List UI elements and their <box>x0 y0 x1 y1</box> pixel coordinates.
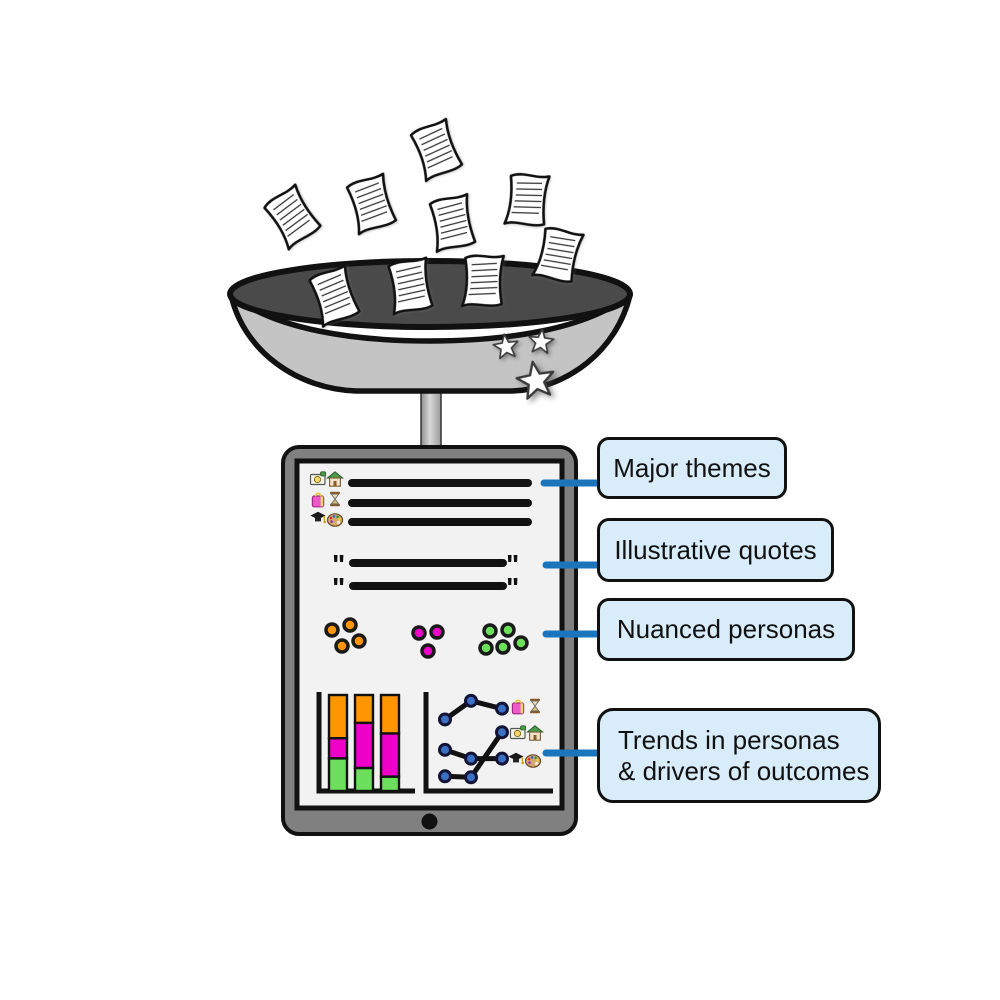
persona-dot <box>411 625 427 641</box>
home-button <box>421 813 438 830</box>
trend-point <box>464 770 478 785</box>
persona-dot <box>513 635 529 651</box>
persona-dot <box>478 640 494 656</box>
persona-dot <box>351 633 367 649</box>
personas-section <box>324 617 529 659</box>
bar-segment-green-persona-share <box>353 766 375 793</box>
document-icon <box>408 116 465 183</box>
persona-dot <box>324 622 340 638</box>
palette-icon <box>326 513 344 527</box>
callout-nuanced-personas: Nuanced personas <box>597 598 855 661</box>
quotes-section: " " " " <box>332 549 519 603</box>
line-chart <box>423 692 553 794</box>
bar-segment-orange-persona-share <box>379 693 401 735</box>
shopping-bag-icon <box>511 699 525 715</box>
persona-dot <box>500 622 516 638</box>
document-icon <box>260 182 325 252</box>
document-icon <box>386 256 435 316</box>
callout-major-themes: Major themes <box>597 437 787 499</box>
document-icon <box>501 168 554 232</box>
callout-major-themes-label: Major themes <box>613 452 771 483</box>
bar-segment-green-persona-share <box>379 775 401 793</box>
bar-segment-orange-persona-share <box>327 693 349 740</box>
bar-segment-orange-persona-share <box>353 693 375 725</box>
trend-point <box>438 712 452 727</box>
persona-dot <box>342 617 358 633</box>
persona-dot <box>482 623 498 639</box>
shopping-bag-icon <box>311 492 325 508</box>
persona-dot <box>495 639 511 655</box>
persona-dot <box>420 643 436 659</box>
trend-point <box>495 751 509 766</box>
trend-point <box>438 769 452 784</box>
stacked-bar-chart <box>316 692 415 794</box>
bar-segment-green-persona-share <box>327 757 349 793</box>
persona-dot <box>334 638 350 654</box>
quote-mark: " <box>332 549 345 580</box>
palette-icon <box>524 754 542 768</box>
callout-nuanced-personas-label: Nuanced personas <box>616 614 836 644</box>
persona-dot <box>429 624 445 640</box>
callout-trends-label-line1: Trends in personas <box>618 724 840 755</box>
bar-segment-magenta-persona-share <box>327 737 349 760</box>
trend-point <box>495 701 509 716</box>
bar-segment-magenta-persona-share <box>379 732 401 778</box>
callout-trends-label-line2: & drivers of outcomes <box>618 755 870 786</box>
document-icon <box>458 250 509 312</box>
quote-mark: " <box>506 549 519 580</box>
callout-illustrative-quotes: Illustrative quotes <box>597 518 834 582</box>
trend-point <box>464 751 478 766</box>
document-icon <box>344 171 399 236</box>
trend-point <box>438 742 452 757</box>
callout-illustrative-quotes-label: Illustrative quotes <box>614 534 817 565</box>
trend-point <box>464 693 478 708</box>
trend-point <box>495 725 509 740</box>
line-chart-axes <box>423 692 553 794</box>
themes-section <box>309 471 532 527</box>
bar-segment-magenta-persona-share <box>353 721 375 770</box>
document-icon <box>427 192 478 254</box>
quote-mark: " <box>506 572 519 603</box>
stand-stem <box>420 389 442 453</box>
quote-mark: " <box>332 572 345 603</box>
callout-trends: Trends in personas & drivers of outcomes <box>597 708 881 803</box>
